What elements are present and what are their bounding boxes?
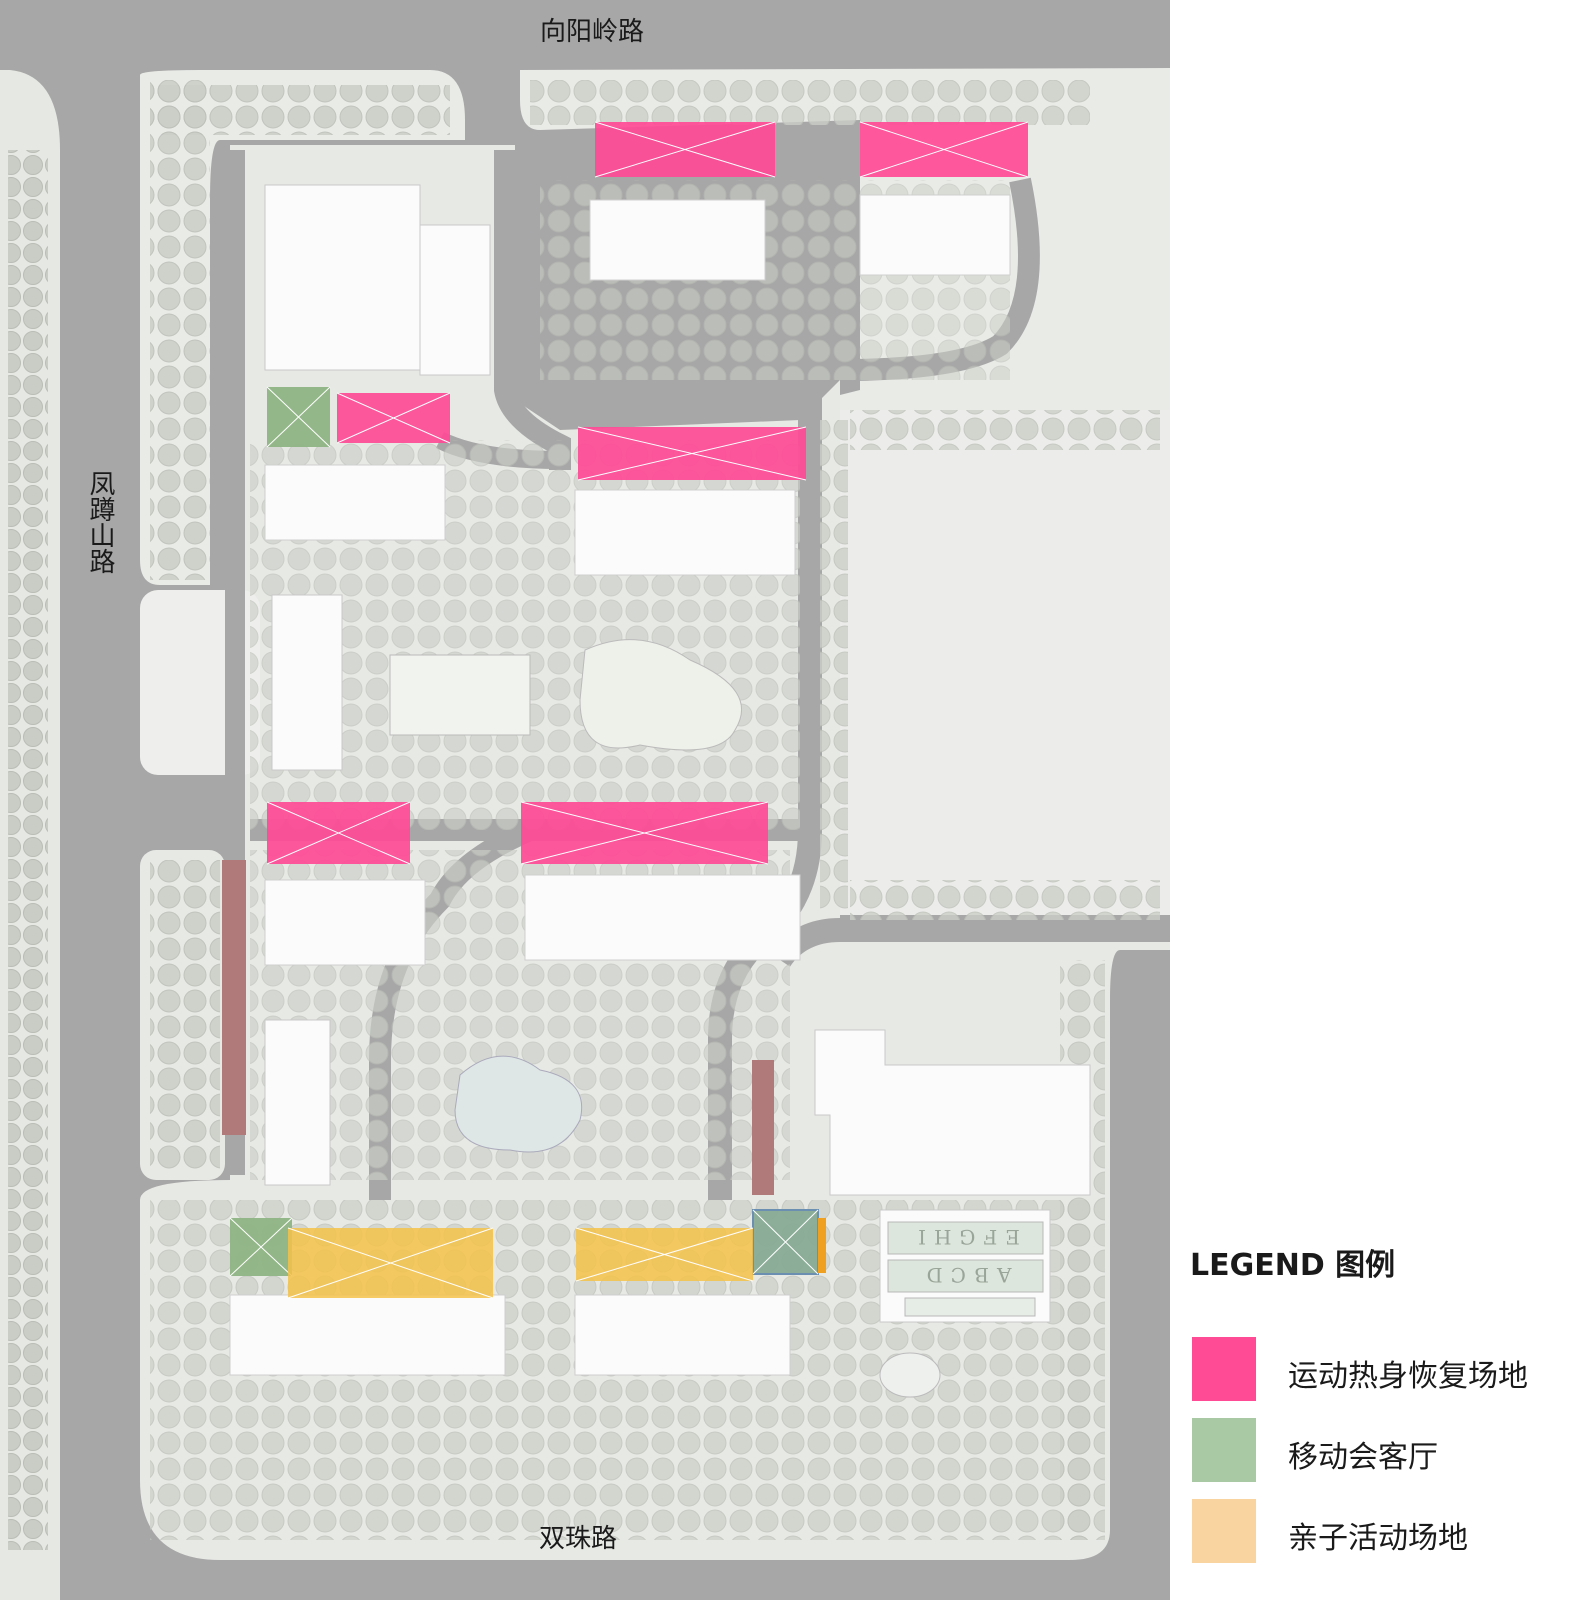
- residential-tower-2: [859, 194, 1011, 276]
- road-label-west: 凤蹲山路: [85, 470, 115, 574]
- commercial-annex-north: [419, 224, 491, 376]
- sport-zone-3: [336, 392, 451, 444]
- child-zone-2: [575, 1227, 754, 1282]
- child-zones: [287, 1218, 826, 1299]
- residential-tower-6: [524, 874, 801, 961]
- legend: LEGEND 图例 运动热身恢复场地 移动会客厅 亲子活动场地: [1190, 1240, 1582, 1570]
- residential-tower-5: [264, 879, 426, 966]
- parking-strip-east: [752, 1060, 774, 1195]
- water-feature: [454, 1055, 583, 1153]
- tree-belt-north: [150, 85, 450, 135]
- tree-belt-west-mid: [150, 860, 220, 1170]
- legend-label-child: 亲子活动场地: [1288, 1521, 1468, 1556]
- court-letters-bottom: ABCD: [919, 1263, 1013, 1287]
- central-pool-deck: [389, 654, 531, 736]
- ne-loop-road: [540, 156, 849, 181]
- legend-title: LEGEND 图例: [1190, 1248, 1396, 1283]
- sport-zone-5: [266, 801, 411, 865]
- parking-strip-west: [222, 860, 246, 1135]
- sport-zone-2: [859, 121, 1029, 178]
- west-street-trees: [8, 150, 48, 1550]
- residential-tower-4: [574, 489, 796, 576]
- sport-zone-4: [577, 426, 807, 481]
- tree-belt-east-top: [850, 410, 1160, 450]
- residential-tower-7: [229, 1294, 506, 1376]
- legend-label-lounge: 移动会客厅: [1288, 1440, 1438, 1475]
- legend-item-child: 亲子活动场地: [1192, 1499, 1572, 1563]
- tree-belt-east-bottom: [850, 880, 1160, 920]
- residential-tower-8: [574, 1294, 791, 1376]
- court-track: [904, 1297, 1036, 1317]
- legend-swatch-sport: [1192, 1337, 1256, 1401]
- legend-item-lounge: 移动会客厅: [1192, 1418, 1572, 1482]
- tree-belt-nw: [150, 80, 210, 580]
- court-letters-row-top: [887, 1221, 1044, 1255]
- road-label-south: 双珠路: [539, 1524, 617, 1554]
- legend-swatch-lounge: [1192, 1418, 1256, 1482]
- child-zone-edge: [818, 1218, 826, 1273]
- child-zone-1: [287, 1227, 494, 1299]
- west-building-south: [264, 1019, 331, 1186]
- pond-se: [879, 1352, 941, 1398]
- clubhouse-building: [271, 594, 343, 771]
- legend-label-sport: 运动热身恢复场地: [1288, 1359, 1528, 1394]
- lounge-zones: [229, 386, 819, 1277]
- east-vacant-lot: [840, 410, 1170, 915]
- residential-tower-3: [264, 464, 446, 541]
- sport-zone-1: [594, 121, 776, 178]
- central-lawn: [579, 639, 743, 751]
- court-letters-row-bottom: [887, 1259, 1044, 1293]
- tree-belt-ne: [530, 80, 1090, 125]
- legend-item-sport: 运动热身恢复场地: [1192, 1337, 1572, 1401]
- lounge-zone-2: [229, 1217, 293, 1277]
- legend-swatch-child: [1192, 1499, 1256, 1563]
- lounge-zone-3: [752, 1209, 819, 1275]
- court-letters-top: EFGHI: [910, 1225, 1020, 1249]
- lounge-zone-1: [266, 386, 331, 448]
- sport-zones: [266, 121, 1029, 865]
- road-label-north: 向阳岭路: [540, 17, 644, 47]
- residential-tower-1: [589, 199, 766, 281]
- sport-zone-6: [520, 801, 769, 865]
- tree-belt-east-side: [820, 420, 848, 910]
- commercial-building-north: [264, 184, 421, 371]
- school-building: [814, 1029, 1091, 1196]
- tree-belt-se: [1060, 960, 1105, 1540]
